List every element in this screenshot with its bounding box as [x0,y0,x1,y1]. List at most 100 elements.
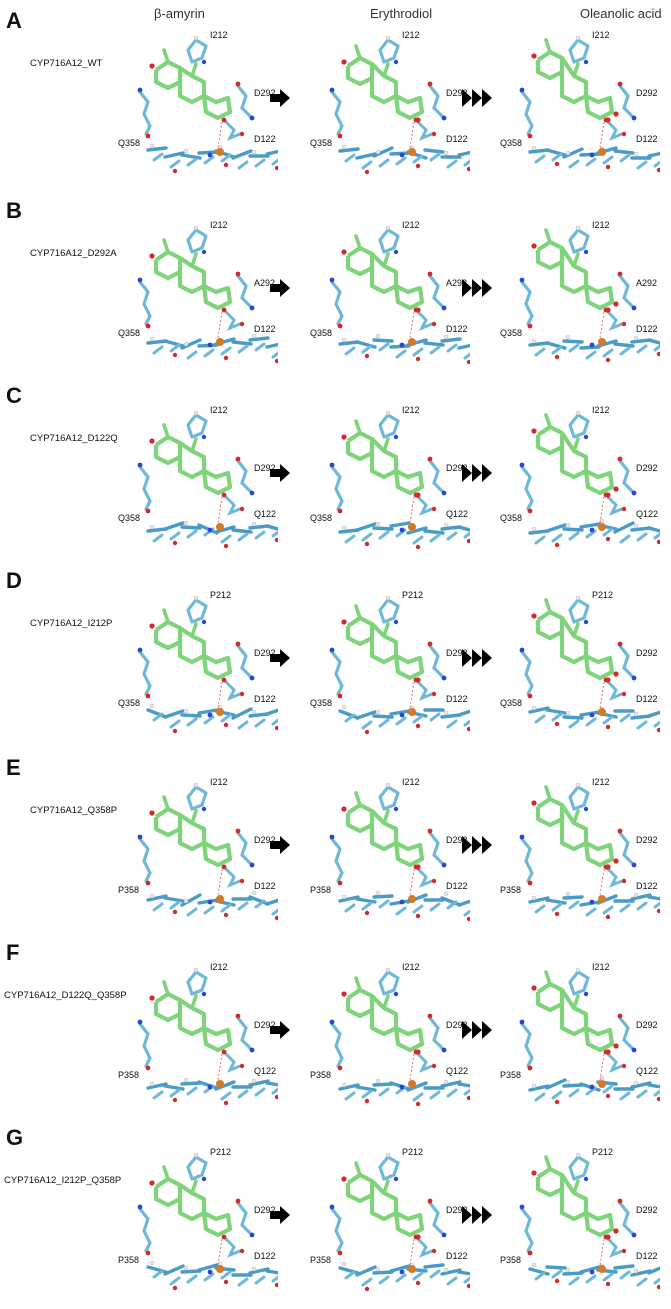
iron-atom [408,708,416,716]
residue-left [137,462,152,514]
arrow-double [462,278,494,303]
distance-line [217,311,223,339]
distance-line [217,1053,223,1081]
residue-label-bottom: Q122 [636,509,659,519]
iron-atom [408,338,416,346]
residue-label-bottom: D122 [254,134,276,144]
arrow-head [270,836,290,854]
heme-cluster [338,144,496,175]
variant-label: CYP716A12_D122Q_Q358P [4,990,127,1001]
residue-label-right: D292 [254,1205,276,1215]
iron-atom [598,338,606,346]
residue-top [186,225,208,255]
residue-label-bottom: D122 [254,881,276,891]
distance-line [409,681,415,709]
residue-right [427,81,447,121]
column-header-2: Erythrodiol [370,6,433,21]
residue-label-right: D292 [636,648,658,658]
residue-label-right: D292 [446,463,468,473]
residue-right [235,1013,255,1053]
residue-label-bottom: D122 [636,881,658,891]
residue-label-right: A292 [254,278,276,288]
residue-label-top: P212 [210,590,232,600]
residue-label-right: D292 [446,835,468,845]
arrow-head [482,279,492,297]
residue-top [378,595,400,625]
heme-cluster [146,333,304,364]
arrow-double [462,463,494,488]
residue-right [427,456,447,496]
residue-left [137,87,152,139]
arrow-head [472,836,482,854]
distance-line [409,1238,415,1266]
heme-cluster [146,890,304,921]
iron-atom [598,895,606,903]
residue-label-bottom: D122 [446,694,468,704]
arrow-double [462,648,494,673]
arrow-head [462,649,472,667]
molecule-render [137,595,304,734]
residue-bottom [221,1234,245,1258]
molecule-render [519,410,671,548]
residue-label-top: P212 [210,1147,232,1157]
residue-label-right: D292 [636,835,658,845]
arrow-head [472,279,482,297]
residue-right [235,828,255,868]
heme-cluster [528,891,671,920]
residue-label-bottom: Q122 [636,1066,659,1076]
residue-left [329,647,344,699]
substrate-skeleton [341,604,425,683]
residue-label-top: I212 [210,962,228,972]
arrow-head [482,464,492,482]
residue-label-bottom: D122 [636,134,658,144]
residue-top [378,967,400,997]
heme-cluster [338,890,496,922]
residue-label-top: I212 [402,777,420,787]
residue-bottom [221,307,245,331]
residue-label-left: P358 [118,1255,140,1265]
substrate-skeleton [149,608,233,681]
molecule-render [329,1152,496,1292]
arrow-head [270,89,290,107]
iron-atom [408,523,416,531]
residue-label-bottom: Q122 [254,509,277,519]
residue-top [568,410,590,440]
residue-left [329,1204,344,1256]
heme-cluster [146,520,304,549]
heme-cluster [146,143,304,174]
heme-cluster [528,518,671,548]
substrate-skeleton [341,419,425,498]
residue-label-left: P358 [118,885,140,895]
residue-label-bottom: D122 [446,134,468,144]
iron-atom [408,1080,416,1088]
residue-right [235,81,255,121]
residue-left [137,1019,152,1071]
residue-label-left: Q358 [310,513,333,523]
distance-line [217,1238,223,1266]
distance-line [599,311,605,339]
arrow-head [472,89,482,107]
arrow-head [462,1021,472,1039]
residue-top [378,410,400,440]
iron-atom [216,895,224,903]
heme-cluster [338,704,496,735]
arrow-head [482,1206,492,1224]
arrow-single [270,835,302,860]
residue-left [329,462,344,514]
residue-label-left: Q358 [500,698,523,708]
molecule-render [137,967,304,1106]
residue-label-left: P358 [500,1255,522,1265]
residue-label-top: I212 [210,30,228,40]
residue-right [427,1013,447,1053]
